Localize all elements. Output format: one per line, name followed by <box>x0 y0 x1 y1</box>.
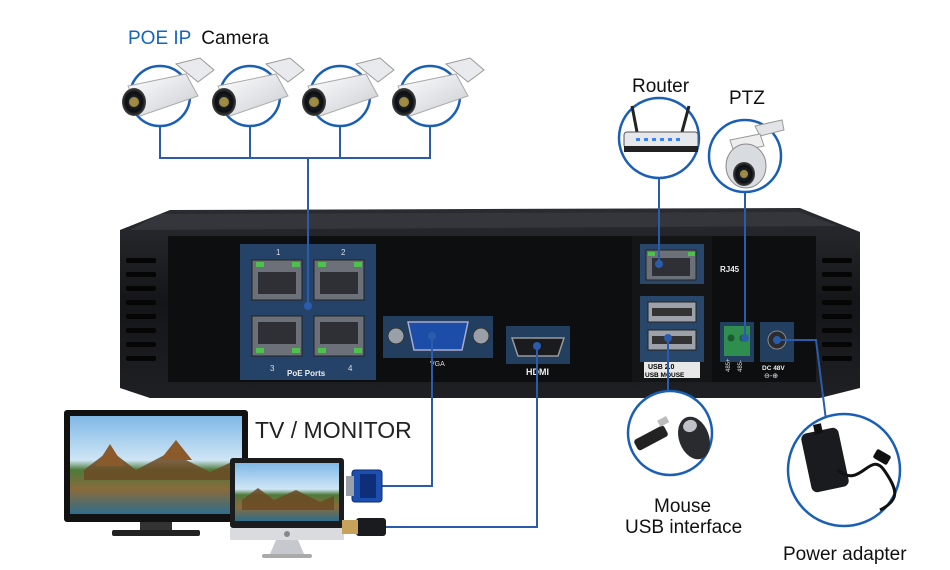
bullet-camera-1 <box>122 57 215 128</box>
nvr-recorder: 1 2 3 4 PoE Ports <box>120 208 860 398</box>
rs485-b-text: 485- <box>738 360 744 372</box>
hdmi-plug <box>342 518 386 536</box>
connection-lines <box>159 125 827 528</box>
vga-text: VGA <box>430 361 445 368</box>
power-adapter-device <box>786 412 902 528</box>
bullet-camera-4 <box>392 57 485 128</box>
mouse-label: Mouse <box>654 496 711 517</box>
monitor-device <box>230 458 344 558</box>
poe-port-block: 1 2 3 4 PoE Ports <box>240 244 376 380</box>
port-number-1: 1 <box>276 248 281 257</box>
router-device <box>617 96 701 180</box>
router-label: Router <box>632 76 690 97</box>
bullet-camera-icon <box>264 57 305 83</box>
router-icon <box>623 105 699 152</box>
usb-mouse-text: USB MOUSE <box>645 372 685 379</box>
port-number-3: 3 <box>270 364 275 373</box>
port-number-2: 2 <box>341 248 346 257</box>
ptz-camera <box>707 118 785 194</box>
vga-plug <box>346 469 383 503</box>
monitor-icon <box>230 458 344 558</box>
tv-icon <box>64 410 248 536</box>
usb-ports[interactable]: USB 2.0 USB MOUSE <box>640 296 704 379</box>
mouse-device <box>626 389 714 477</box>
poe-ip-text: POE IP <box>128 28 191 49</box>
poe-ports-text: PoE Ports <box>287 369 326 378</box>
right-vent <box>822 258 852 361</box>
mouse-icon <box>678 416 710 460</box>
lan-port[interactable]: RJ45 <box>640 244 740 284</box>
usb-interface-label: USB interface <box>625 517 742 538</box>
ptz-camera-icon <box>725 119 785 189</box>
poe-camera-label: POE IP Camera <box>128 28 269 49</box>
usb-dongle-icon <box>634 416 670 451</box>
connection-dots <box>304 260 781 350</box>
rj45-text: RJ45 <box>720 265 740 274</box>
bullet-camera-icon <box>174 57 215 83</box>
usb-label-text: USB 2.0 <box>648 364 675 371</box>
power-adapter-label: Power adapter <box>783 544 907 565</box>
vga-port[interactable]: VGA <box>383 316 493 368</box>
bullet-camera-icon <box>444 57 485 83</box>
power-adapter-icon <box>801 423 897 512</box>
port-number-4: 4 <box>348 364 353 373</box>
bullet-camera-2 <box>212 57 305 128</box>
hdmi-plug-icon <box>342 518 386 536</box>
vga-plug-icon <box>346 469 383 503</box>
rs485-a-text: 485+ <box>726 358 732 372</box>
tv-monitor-label: TV / MONITOR <box>255 417 412 443</box>
bullet-camera-3 <box>302 57 395 128</box>
svg-text:⊖-⊕: ⊖-⊕ <box>764 373 778 380</box>
left-vent <box>126 258 156 361</box>
camera-text: Camera <box>201 28 269 49</box>
tv-device <box>64 410 248 536</box>
dc-text: DC 48V <box>762 365 785 372</box>
bullet-camera-icon <box>354 57 395 83</box>
ptz-label: PTZ <box>729 88 765 109</box>
